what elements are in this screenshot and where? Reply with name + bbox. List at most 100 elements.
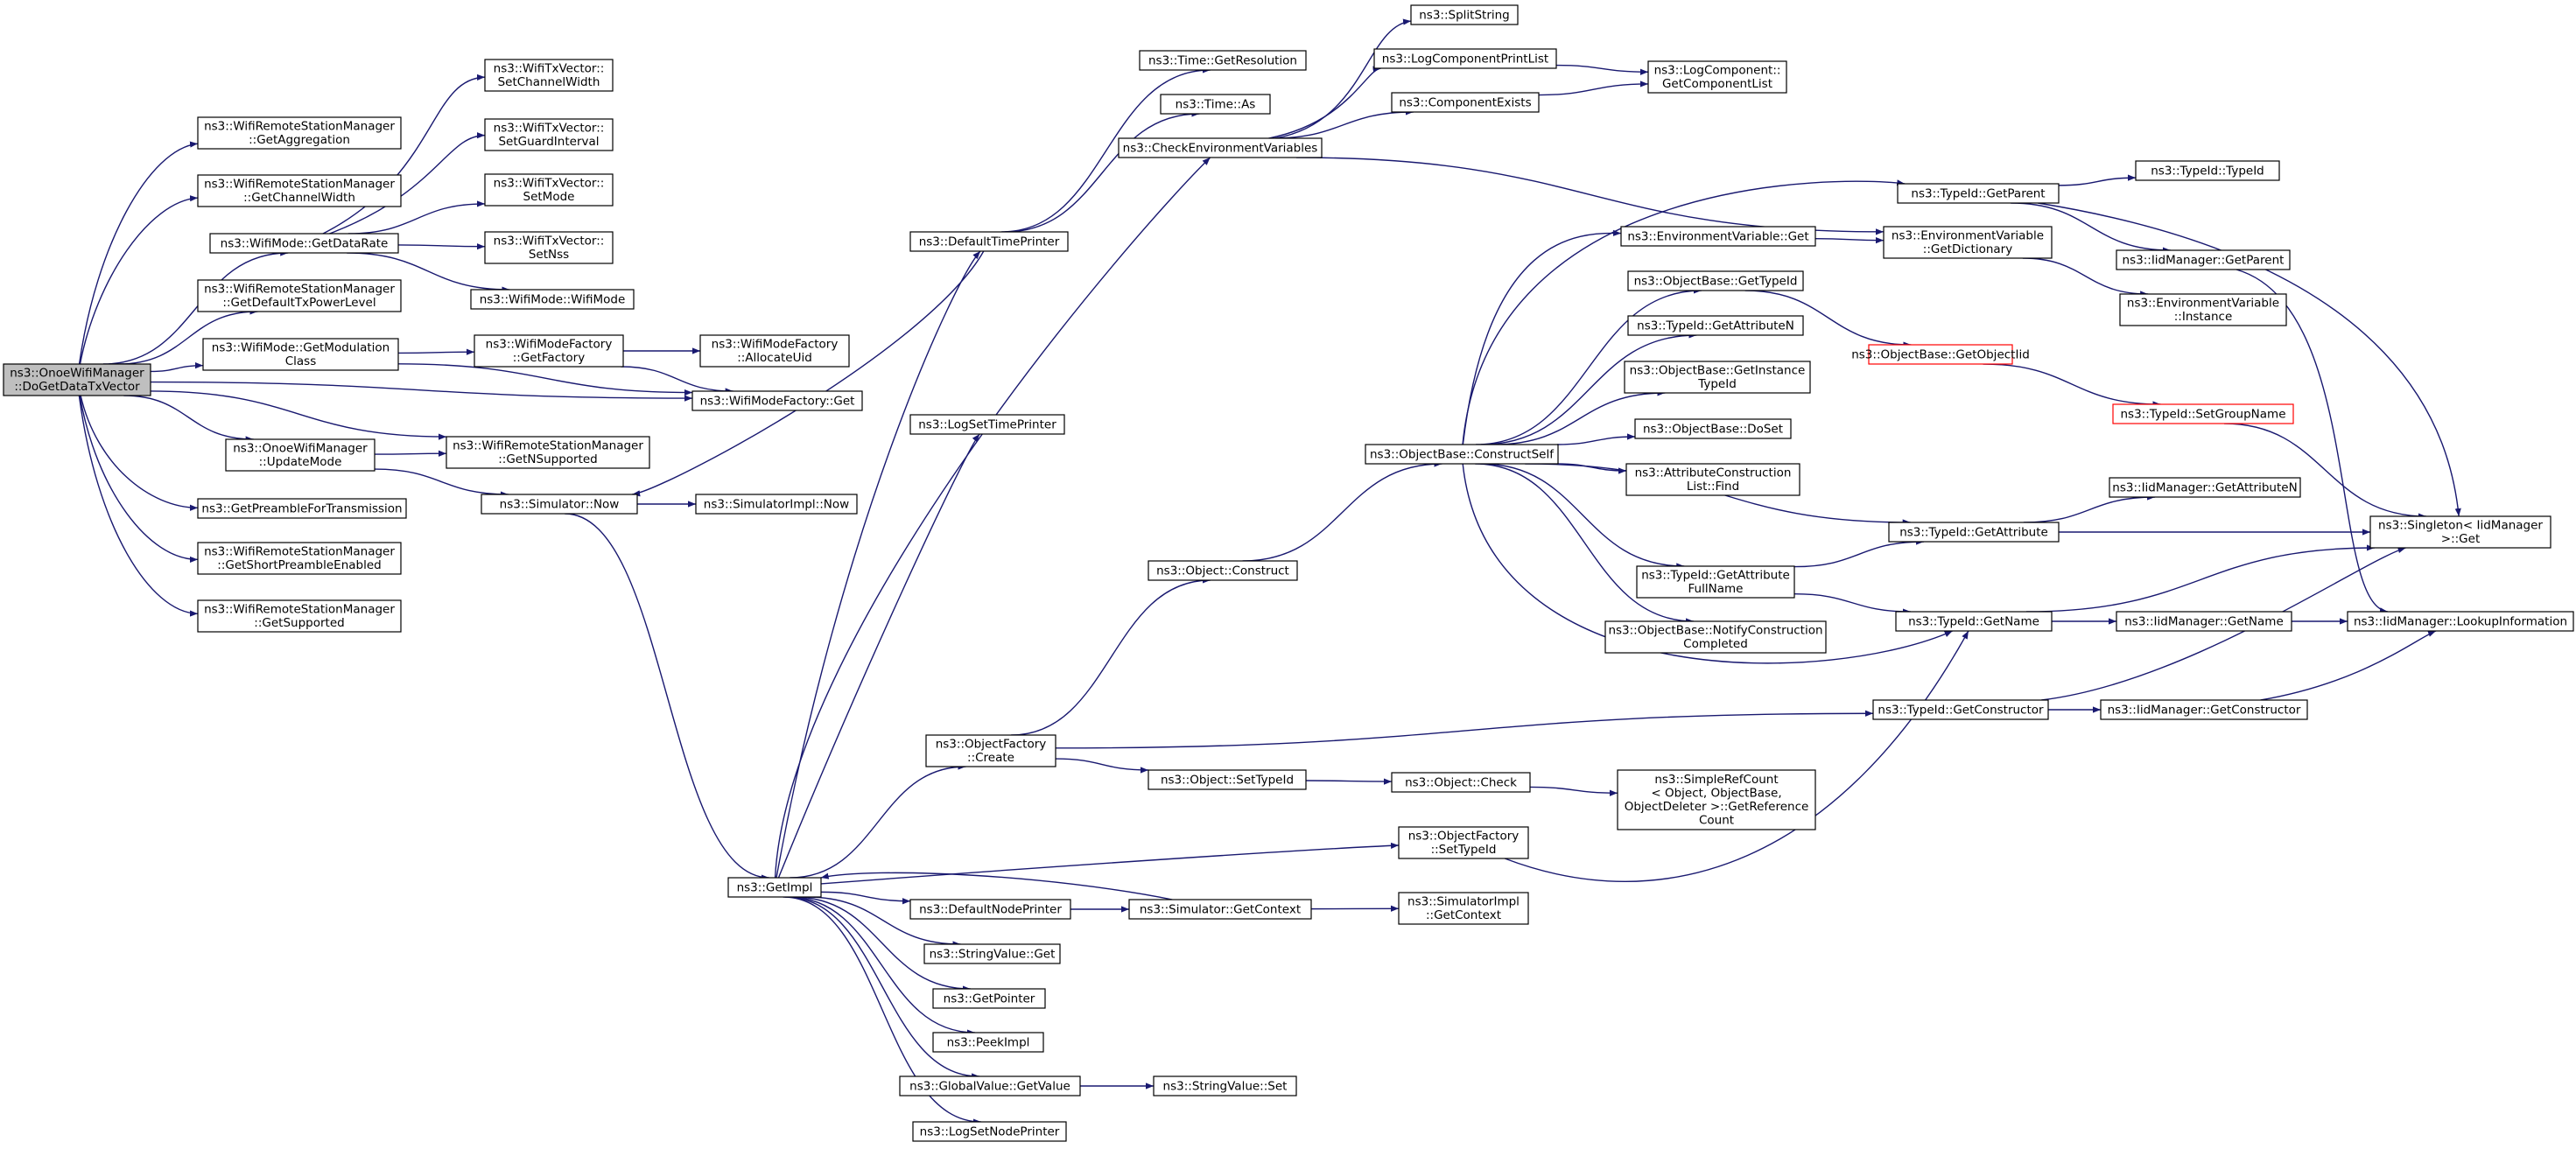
node-objFactoryCreate[interactable]: ns3::ObjectFactory::Create <box>925 734 1056 767</box>
node-constructSelf[interactable]: ns3::ObjectBase::ConstructSelf <box>1365 444 1559 465</box>
node-box <box>909 231 1069 252</box>
node-simpleRefCount[interactable]: ns3::SimpleRefCount< Object, ObjectBase,… <box>1617 769 1816 830</box>
node-getFactory[interactable]: ns3::WifiModeFactory::GetFactory <box>474 334 624 368</box>
node-envVarInstance[interactable]: ns3::EnvironmentVariable::Instance <box>2119 293 2287 326</box>
node-objConstruct[interactable]: ns3::Object::Construct <box>1148 560 1298 581</box>
node-getImpl[interactable]: ns3::GetImpl <box>727 877 822 898</box>
node-logSetNodePrinter[interactable]: ns3::LogSetNodePrinter <box>912 1121 1067 1142</box>
node-simGetContext[interactable]: ns3::Simulator::GetContext <box>1128 899 1312 920</box>
node-label: ns3::ObjectFactory <box>1408 830 1520 844</box>
node-label: ::DoGetDataTxVector <box>14 380 140 394</box>
node-iidLookupInfo[interactable]: ns3::IidManager::LookupInformation <box>2347 611 2574 632</box>
node-logCompPrintList[interactable]: ns3::LogComponentPrintList <box>1373 48 1557 69</box>
node-peekImpl[interactable]: ns3::PeekImpl <box>932 1032 1044 1053</box>
node-label: ns3::TypeId::GetAttribute <box>1641 569 1790 583</box>
node-typeIdGetName[interactable]: ns3::TypeId::GetName <box>1895 611 2053 632</box>
node-iidGetParent[interactable]: ns3::IidManager::GetParent <box>2116 249 2291 270</box>
node-box <box>1617 769 1816 830</box>
node-getResolution[interactable]: ns3::Time::GetResolution <box>1139 50 1307 71</box>
node-simImplNow[interactable]: ns3::SimulatorImpl::Now <box>695 494 858 515</box>
node-getNSupported[interactable]: ns3::WifiRemoteStationManager::GetNSuppo… <box>446 436 650 469</box>
node-stringValueSet[interactable]: ns3::StringValue::Set <box>1153 1075 1297 1096</box>
node-getPreamble[interactable]: ns3::GetPreambleForTransmission <box>197 498 407 519</box>
edge-root-to-getDataRate <box>102 249 289 365</box>
node-simImplGetContext[interactable]: ns3::SimulatorImpl::GetContext <box>1398 892 1529 925</box>
node-allocateUid[interactable]: ns3::WifiModeFactory::AllocateUid <box>699 334 850 368</box>
edge-defaultTimePrinter-to-simNow <box>632 250 985 497</box>
node-label: ns3::WifiRemoteStationManager <box>453 439 643 453</box>
node-simNow[interactable]: ns3::Simulator::Now <box>481 494 638 515</box>
node-objBaseGetObjectIid[interactable]: ns3::ObjectBase::GetObjectIid <box>1851 344 2030 365</box>
node-iidGetAttributeN[interactable]: ns3::IidManager::GetAttributeN <box>2109 477 2301 498</box>
node-splitString[interactable]: ns3::SplitString <box>1410 4 1519 25</box>
node-label: ns3::Singleton< IidManager <box>2378 519 2543 533</box>
node-setNss[interactable]: ns3::WifiTxVector::SetNss <box>484 231 614 264</box>
edge-envVarGet-to-envVarGetDictionary <box>1814 237 1885 244</box>
node-typeIdGetAttrN[interactable]: ns3::TypeId::GetAttributeN <box>1627 315 1804 336</box>
node-timeAs[interactable]: ns3::Time::As <box>1160 94 1271 115</box>
node-setMode[interactable]: ns3::WifiTxVector::SetMode <box>484 173 614 207</box>
node-getDefaultTxPower[interactable]: ns3::WifiRemoteStationManager::GetDefaul… <box>197 279 402 312</box>
node-getSupported[interactable]: ns3::WifiRemoteStationManager::GetSuppor… <box>197 599 402 633</box>
edge-root-to-updateMode <box>123 395 254 443</box>
node-typeIdGetConstructor[interactable]: ns3::TypeId::GetConstructor <box>1872 699 2049 720</box>
node-getAggregation[interactable]: ns3::WifiRemoteStationManager::GetAggreg… <box>197 116 402 150</box>
edge-envVarGetDictionary-to-envVarInstance <box>2022 257 2149 298</box>
node-envVarGet[interactable]: ns3::EnvironmentVariable::Get <box>1620 226 1816 247</box>
node-compExists[interactable]: ns3::ComponentExists <box>1391 92 1540 113</box>
node-logCompGetList[interactable]: ns3::LogComponent::GetComponentList <box>1647 60 1787 94</box>
node-defaultNodePrinter[interactable]: ns3::DefaultNodePrinter <box>909 899 1071 920</box>
node-typeIdGetParent[interactable]: ns3::TypeId::GetParent <box>1897 183 2060 204</box>
node-box <box>1148 560 1298 581</box>
node-globalValueGet[interactable]: ns3::GlobalValue::GetValue <box>899 1075 1081 1096</box>
edge-root-to-getAggregation <box>78 141 199 365</box>
node-label: ns3::WifiMode::GetModulation <box>212 341 390 355</box>
node-iidGetConstructor[interactable]: ns3::IidManager::GetConstructor <box>2100 699 2308 720</box>
node-stringValueGet[interactable]: ns3::StringValue::Get <box>923 943 1061 964</box>
edge-iidGetConstructor-to-iidLookupInfo <box>2260 630 2437 701</box>
node-notifyConstructionCompleted[interactable]: ns3::ObjectBase::NotifyConstructionCompl… <box>1604 620 1827 654</box>
node-updateMode[interactable]: ns3::OnoeWifiManager::UpdateMode <box>225 438 376 472</box>
node-box <box>1872 699 2049 720</box>
node-box <box>484 59 614 92</box>
node-getShortPreamble[interactable]: ns3::WifiRemoteStationManager::GetShortP… <box>197 542 402 575</box>
node-objBaseDoSet[interactable]: ns3::ObjectBase::DoSet <box>1634 418 1792 439</box>
node-label: ns3::WifiModeFactory::Get <box>700 394 855 408</box>
node-envVarGetDictionary[interactable]: ns3::EnvironmentVariable::GetDictionary <box>1883 226 2053 259</box>
node-box <box>474 334 624 368</box>
edge-objConstruct-to-constructSelf <box>1242 460 1442 562</box>
node-wifiModeCtor[interactable]: ns3::WifiMode::WifiMode <box>470 289 635 310</box>
node-label: ns3::GlobalValue::GetValue <box>909 1079 1070 1093</box>
node-box <box>932 988 1046 1009</box>
node-iidGetName[interactable]: ns3::IidManager::GetName <box>2116 611 2292 632</box>
node-root[interactable]: ns3::OnoeWifiManager::DoGetDataTxVector <box>3 363 151 396</box>
node-objCheck[interactable]: ns3::Object::Check <box>1391 772 1531 793</box>
node-label: Count <box>1699 814 1734 828</box>
node-checkEnv[interactable]: ns3::CheckEnvironmentVariables <box>1118 137 1323 158</box>
node-logSetTimePrinter[interactable]: ns3::LogSetTimePrinter <box>909 414 1065 435</box>
edge-getImpl-to-logSetTimePrinter <box>777 433 980 879</box>
node-getChannelWidth[interactable]: ns3::WifiRemoteStationManager::GetChanne… <box>197 174 402 207</box>
edge-getImpl-to-logSetNodePrinter <box>783 896 981 1125</box>
edge-objFactoryCreate-to-objSetTypeId <box>1055 758 1149 774</box>
node-setGuardInterval[interactable]: ns3::WifiTxVector::SetGuardInterval <box>484 118 614 151</box>
node-setChannelWidth[interactable]: ns3::WifiTxVector::SetChannelWidth <box>484 59 614 92</box>
node-objFactorySetTypeId[interactable]: ns3::ObjectFactory::SetTypeId <box>1398 826 1529 859</box>
node-factoryGet[interactable]: ns3::WifiModeFactory::Get <box>691 390 863 411</box>
node-label: ns3::PeekImpl <box>947 1035 1030 1049</box>
node-objBaseGetTypeId[interactable]: ns3::ObjectBase::GetTypeId <box>1627 270 1804 291</box>
node-typeIdGetAttribute[interactable]: ns3::TypeId::GetAttribute <box>1888 522 2060 543</box>
node-objSetTypeId[interactable]: ns3::Object::SetTypeId <box>1148 769 1307 790</box>
node-typeIdTypeId[interactable]: ns3::TypeId::TypeId <box>2135 160 2280 181</box>
node-typeIdSetGroupName[interactable]: ns3::TypeId::SetGroupName <box>2112 403 2294 424</box>
node-defaultTimePrinter[interactable]: ns3::DefaultTimePrinter <box>909 231 1069 252</box>
node-singletonGet[interactable]: ns3::Singleton< IidManager >::Get <box>2369 515 2551 549</box>
node-getDataRate[interactable]: ns3::WifiMode::GetDataRate <box>209 233 399 254</box>
node-box <box>909 899 1071 920</box>
node-getPointer[interactable]: ns3::GetPointer <box>932 988 1046 1009</box>
edge-typeIdGetAttrFullName-to-typeIdGetName <box>1793 593 1911 615</box>
